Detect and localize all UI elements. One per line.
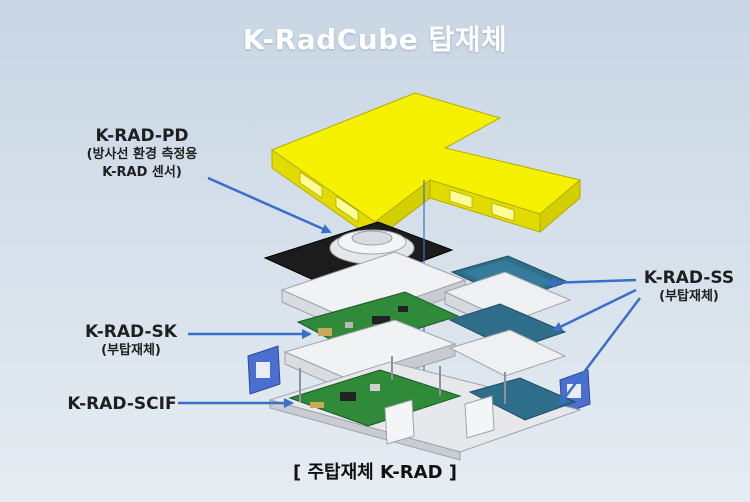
sk-label-sub: (부탑재체) [101,343,161,358]
ss-arrow-3 [558,297,641,406]
bottom-blue-pcb [468,377,577,421]
scif-label-main: K-RAD-SCIF [67,394,177,414]
diagram-title: K-RadCube 탑재체 [242,23,508,56]
label-k-rad-pd: K-RAD-PD (방사선 환경 측정용 K-RAD 센서) [62,126,222,182]
ss-arrow-2 [552,288,637,332]
ss-label-main: K-RAD-SS [643,268,735,288]
label-k-rad-ss: K-RAD-SS (부탑재체) [638,268,740,306]
ss-label-sub: (부탑재체) [659,289,719,304]
yellow-top-cover [270,92,582,242]
sk-label-main: K-RAD-SK [85,322,177,342]
pd-label-sub2: K-RAD 센서) [102,165,182,180]
left-blue-bracket [247,345,281,395]
pd-arrow [207,176,332,234]
sk-green-pcb [296,291,460,351]
standoff-posts [299,356,506,404]
front-white-brackets [384,395,495,445]
ss-arrow-1 [546,277,637,288]
main-payload-caption: [ 주탑재체 K-RAD ] [292,462,458,483]
scif-green-pcb [288,369,462,427]
label-k-rad-sk: K-RAD-SK (부탑재체) [66,322,196,360]
pd-label-main: K-RAD-PD [95,126,189,146]
label-k-rad-scif: K-RAD-SCIF [62,394,182,414]
pd-label-sub1: (방사선 환경 측정용 [86,147,198,162]
